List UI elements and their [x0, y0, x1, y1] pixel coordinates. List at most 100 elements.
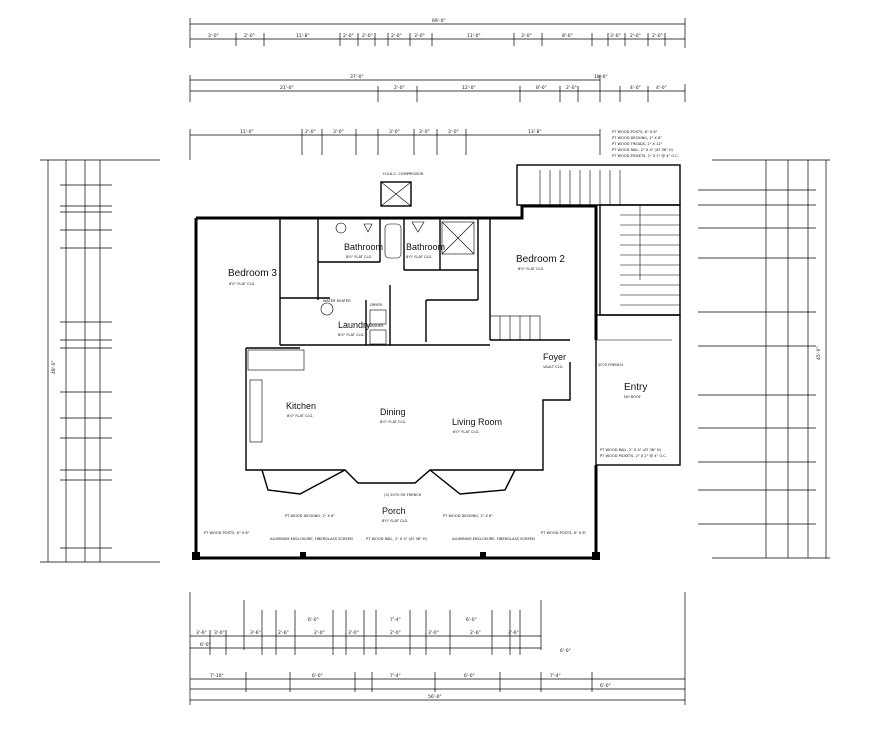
- dim-t1-2: 11'-8": [296, 33, 310, 39]
- dim-t2-total: 37'-0": [350, 74, 364, 80]
- dim-t1-8: 3'-0": [521, 33, 532, 39]
- room-bathroom1-ceiling: 8'0" FLAT CLG.: [346, 255, 372, 259]
- room-bathroom1-name: Bathroom: [344, 242, 383, 252]
- dim-b3-1: 6'-0": [312, 673, 323, 679]
- room-bathroom2-ceiling: 8'0" FLAT CLG.: [406, 255, 432, 259]
- dim-b3-4: 7'-4": [550, 673, 561, 679]
- dim-t3-5: 3'-0": [448, 129, 459, 135]
- porch-posts-right: PT WOOD POSTS, 6" X 6": [541, 531, 587, 535]
- dim-b1-3: 2'-6": [278, 630, 289, 636]
- dim-t3-0: 11'-0": [240, 129, 254, 135]
- room-bedroom2-ceiling: 8'0" FLAT CLG.: [518, 267, 544, 271]
- stair-note-2: PT WOOD TREADS, 2" X 12": [612, 142, 663, 146]
- dim-t3-3: 3'-0": [389, 129, 400, 135]
- dim-t1-3: 2'-0": [343, 33, 354, 39]
- room-laundry-name: Laundry: [338, 320, 371, 330]
- dim-t1-0: 3'-0": [208, 33, 219, 39]
- stairs-notes: PT WOOD POSTS, 6" X 6" PT WOOD DECKING, …: [612, 130, 679, 158]
- stair-note-4: PT WOOD PICKETS, 2" X 2" @ 4" O.C.: [612, 154, 679, 158]
- dim-b3-0: 7'-10": [210, 673, 224, 679]
- water-heater-label: WATER HEATER: [323, 299, 351, 303]
- dim-t2-0: 21'-0": [280, 85, 294, 91]
- dim-b3-5: 6'-0": [600, 683, 611, 689]
- top-total-dim: 69'-0": [432, 18, 446, 24]
- dim-t2-3: 8'-0": [536, 85, 547, 91]
- porch-rail: PT WOOD RAIL, 2" X 4" (AT 36" H): [366, 537, 428, 541]
- dim-b2-3: 6'-0": [466, 617, 477, 623]
- room-living-name: Living Room: [452, 417, 502, 427]
- dim-b1-0: 3'-6": [196, 630, 207, 636]
- dim-b2-1: 6'-0": [308, 617, 319, 623]
- dim-t2-5: 4'-0": [630, 85, 641, 91]
- room-foyer-name: Foyer: [543, 352, 566, 362]
- right-total-dim: 45'-0": [816, 346, 822, 360]
- porch-notes: PT WOOD DECKING, 2" X 6" PT WOOD DECKING…: [204, 363, 623, 541]
- dim-t2-total2: 18'-0": [594, 74, 608, 80]
- entry-stairs: PT WOOD POSTS, 6" X 6" PT WOOD DECKING, …: [489, 130, 681, 466]
- hvac-label: H.V.A.C. COMPRESSOR: [383, 172, 424, 176]
- dim-b3-2: 7'-4": [390, 673, 401, 679]
- dim-t1-4: 2'-0": [362, 33, 373, 39]
- room-bedroom2-name: Bedroom 2: [516, 254, 565, 265]
- room-dining-name: Dining: [380, 407, 406, 417]
- room-living-ceiling: 8'0" FLAT CLG.: [453, 430, 479, 434]
- dim-b1-1: 3'-0": [214, 630, 225, 636]
- dim-b1-9: 3'-6": [508, 630, 519, 636]
- room-labels: Bedroom 3 8'0" FLAT CLG. Bathroom 8'0" F…: [228, 242, 647, 523]
- dim-b3-3: 6'-0": [464, 673, 475, 679]
- dim-b1-2: 3'-6": [250, 630, 261, 636]
- dim-t1-1: 2'-0": [244, 33, 255, 39]
- right-dimension-strings: 45'-0": [698, 159, 830, 559]
- room-bedroom3-ceiling: 8'0" FLAT CLG.: [229, 282, 255, 286]
- porch-posts-left: PT WOOD POSTS, 6" X 6": [204, 531, 250, 535]
- bay-window-note: (3) 2070 SH FRENCH: [384, 493, 422, 497]
- dim-t1-7: 11'-0": [467, 33, 481, 39]
- entry-french-door-note: 2070 FRENCH: [598, 363, 623, 367]
- room-bedroom3-name: Bedroom 3: [228, 268, 277, 279]
- dim-t2-1: 2'-0": [394, 85, 405, 91]
- plumbing-fixtures: WATER HEATER DRYER WASHER: [320, 221, 475, 345]
- dim-b2-4: 6'-0": [560, 648, 571, 654]
- dim-t1-6: 3'-0": [414, 33, 425, 39]
- hvac-compressor: H.V.A.C. COMPRESSOR: [380, 172, 424, 207]
- room-entry-ceiling: NO ROOF: [624, 395, 641, 399]
- dim-b2-0: 6'-0": [200, 642, 211, 648]
- porch-aluminum-right: ALUMINUM ENCLOSURE, FIBERGLASS SCREEN: [452, 537, 535, 541]
- dim-t1-9: 8'-0": [562, 33, 573, 39]
- top-dimension-strings: 69'-0" 3'-0" 2'-0" 11'-8" 2'-0" 2'-0" 2'…: [189, 18, 686, 160]
- room-laundry-ceiling: 8'0" FLAT CLG.: [338, 333, 364, 337]
- room-dining-ceiling: 8'0" FLAT CLG.: [380, 420, 406, 424]
- stair-note-1: PT WOOD DECKING, 2" X 6": [612, 136, 662, 140]
- dryer-label: DRYER: [370, 303, 382, 307]
- dim-b1-8: 2'-6": [470, 630, 481, 636]
- dim-t1-11: 2'-0": [630, 33, 641, 39]
- dim-t1-10: 3'-0": [610, 33, 621, 39]
- stair-note-0: PT WOOD POSTS, 6" X 6": [612, 130, 658, 134]
- stair-note-3: PT WOOD RAIL, 2" X 4" (AT 36" H): [612, 148, 674, 152]
- dim-t3-4: 3'-0": [419, 129, 430, 135]
- dim-b1-6: 2'-0": [390, 630, 401, 636]
- entry-rail-note: PT WOOD RAIL, 2" X 4" (AT 36" H): [600, 448, 662, 452]
- entry-pickets-note: PT WOOD PICKETS, 2" X 2" @ 4" O.C.: [600, 454, 667, 458]
- room-foyer-ceiling: VAULT CLG.: [543, 365, 564, 369]
- room-porch-ceiling: 8'0" FLAT CLG.: [382, 519, 408, 523]
- dim-t1-5: 2'-0": [391, 33, 402, 39]
- bottom-total-dim: 56'-0": [428, 694, 442, 700]
- dim-b1-7: 3'-0": [428, 630, 439, 636]
- room-kitchen-name: Kitchen: [286, 401, 316, 411]
- dim-t1-12: 2'-0": [652, 33, 663, 39]
- dim-t2-2: 12'-0": [462, 85, 476, 91]
- washer-label: WASHER: [368, 324, 384, 328]
- left-dimension-strings: 48'-0": [40, 159, 160, 563]
- bottom-dimension-strings: 3'-6" 3'-0" 3'-6" 2'-6" 2'-0" 3'-0" 2'-0…: [189, 592, 686, 705]
- room-porch-name: Porch: [382, 506, 406, 516]
- dim-t3-1: 2'-0": [305, 129, 316, 135]
- porch-decking-left: PT WOOD DECKING, 2" X 6": [285, 514, 335, 518]
- dim-b1-5: 3'-0": [348, 630, 359, 636]
- dim-t3-2: 3'-0": [333, 129, 344, 135]
- dim-t3-6: 13'-8": [528, 129, 542, 135]
- dim-b1-4: 2'-0": [314, 630, 325, 636]
- dim-t2-4: 2'-0": [566, 85, 577, 91]
- dim-b2-2: 7'-4": [390, 617, 401, 623]
